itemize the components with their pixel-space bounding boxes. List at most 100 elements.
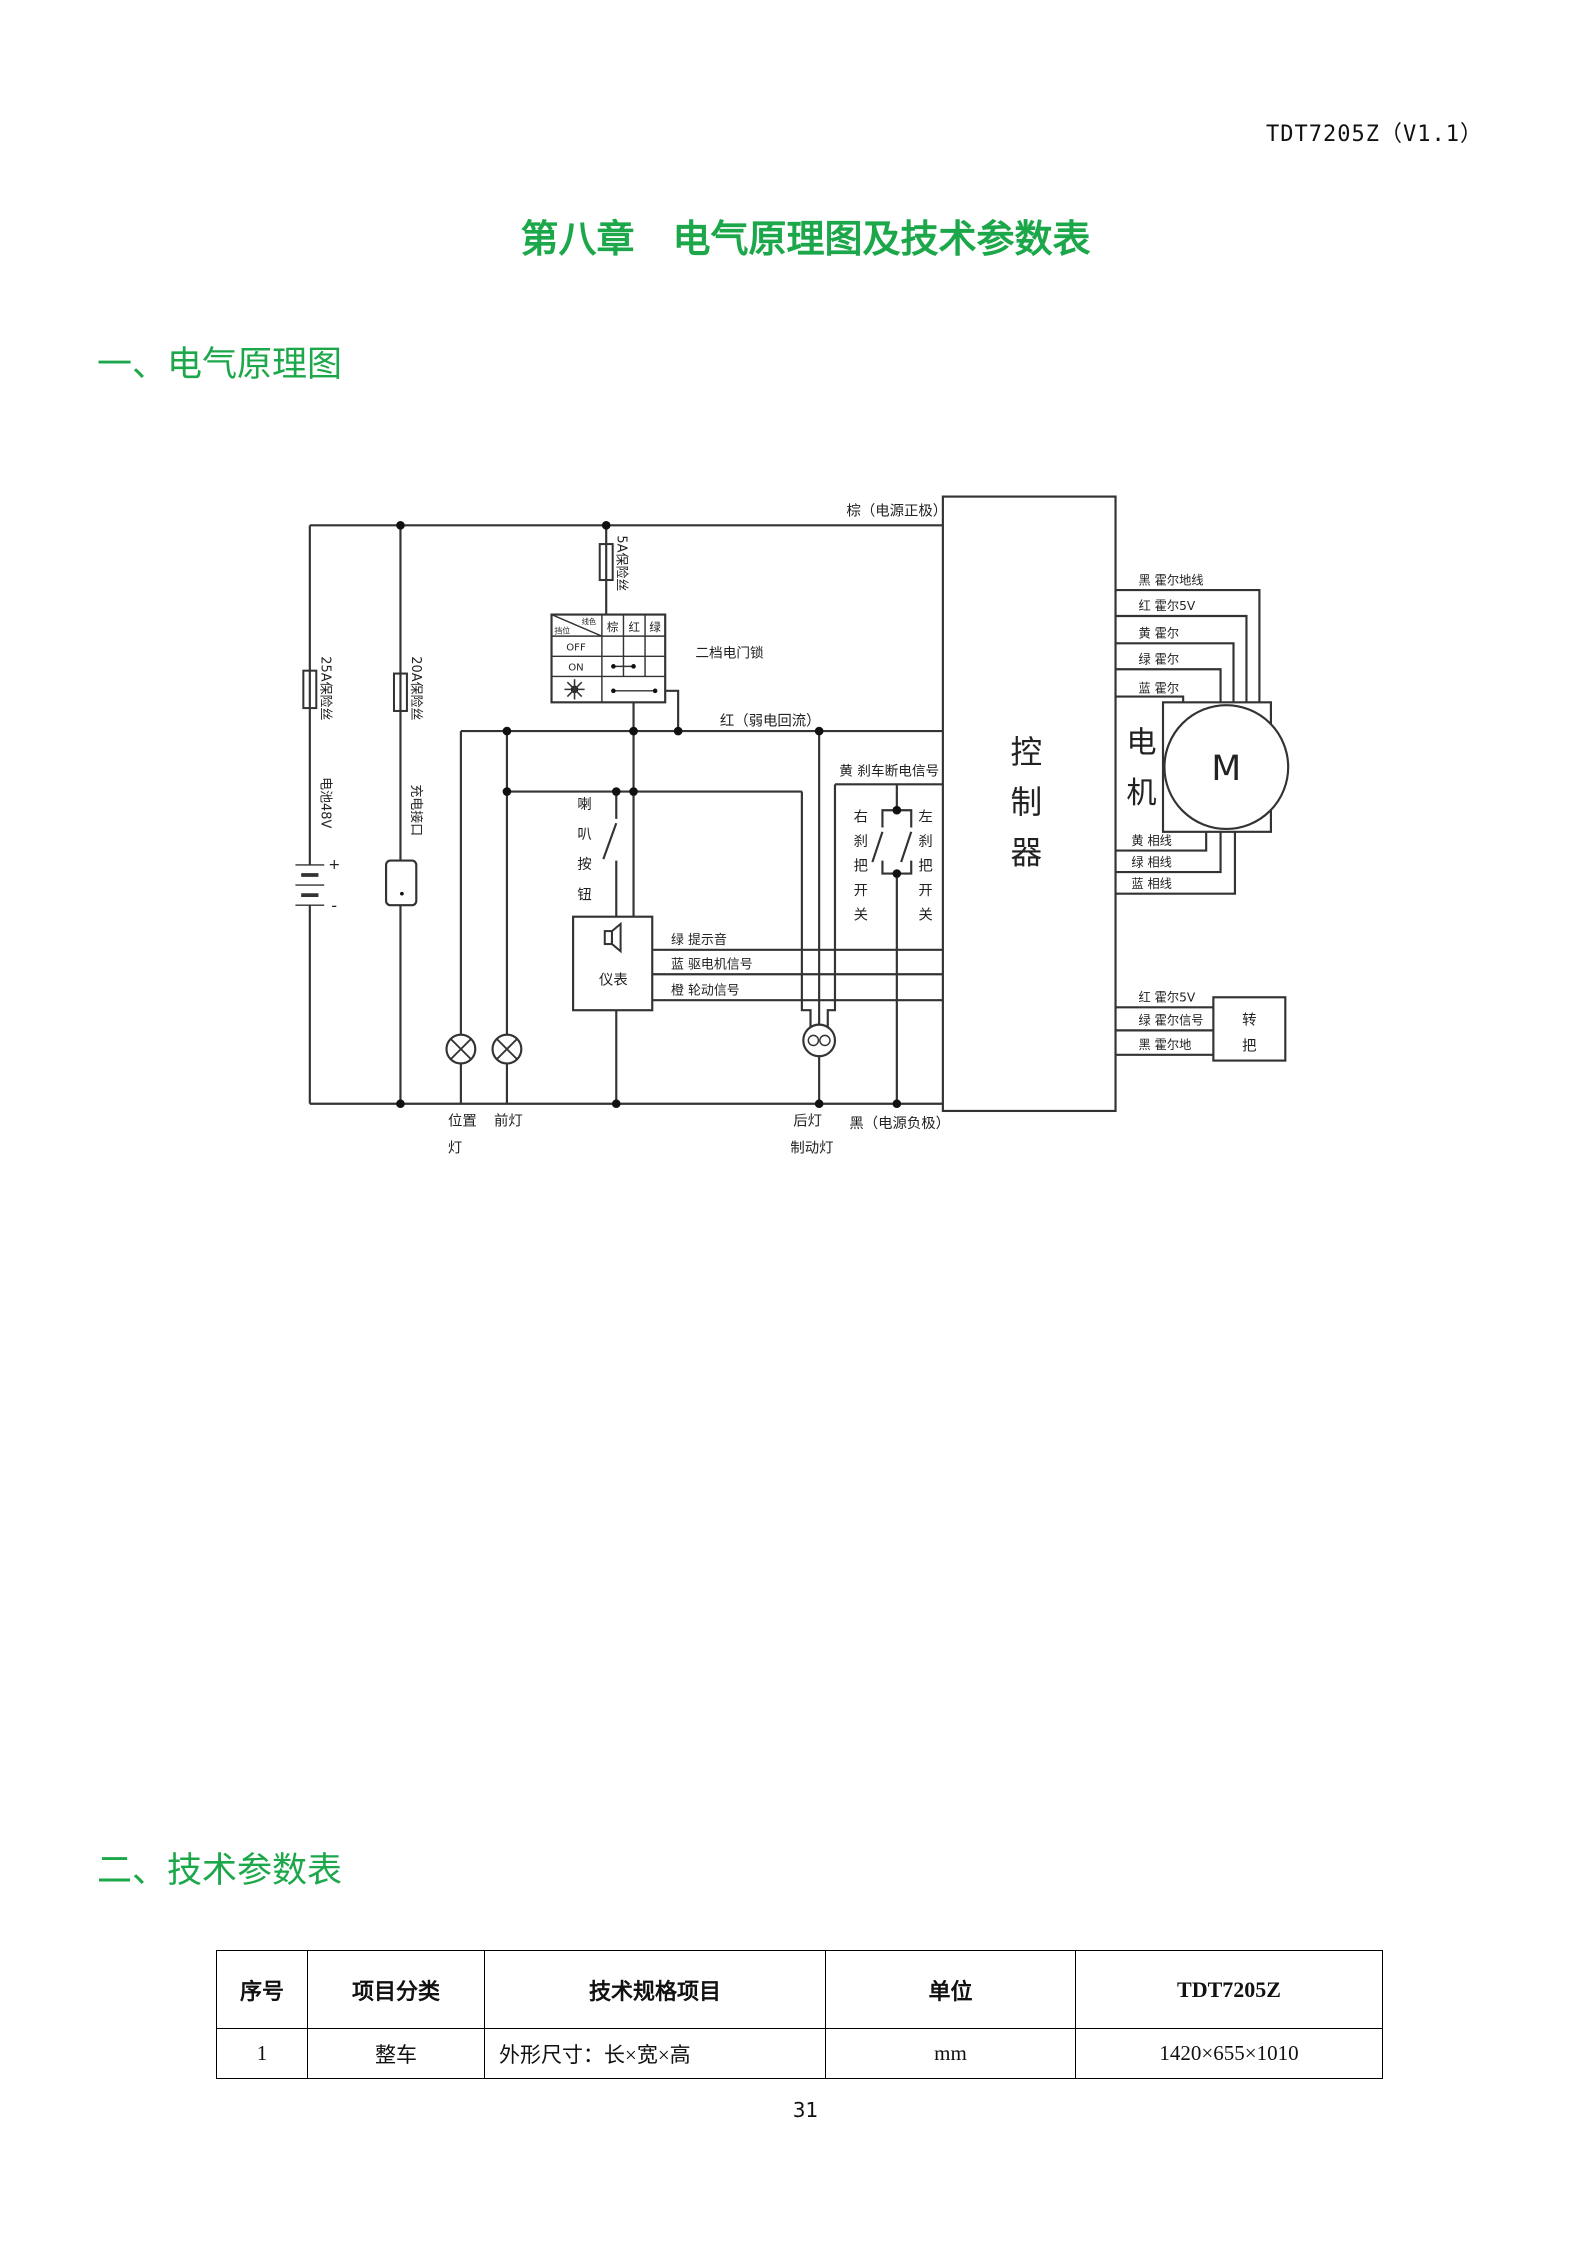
- throttle-wire-label: 绿 霍尔信号: [1139, 1013, 1204, 1028]
- weak-return-label: 红（弱电回流）: [720, 712, 821, 729]
- right-brake-switch-label: 右刹把开关: [854, 809, 868, 924]
- key-switch-contact: [611, 688, 616, 694]
- table-cell: 外形尺寸：长×宽×高: [484, 2028, 826, 2079]
- key-switch-row-label: ON: [568, 663, 583, 674]
- instrument-wire-label: 绿 提示音: [671, 932, 727, 948]
- instrument-wire-label: 橙 轮动信号: [671, 983, 740, 998]
- key-switch-table: 挡位 线色 棕 红 绿 OFF ON: [550, 613, 667, 704]
- key-switch-column-label: 棕: [607, 620, 619, 634]
- junction-dot: [611, 787, 621, 796]
- left-brake-switch-lever: [900, 831, 913, 863]
- key-switch-column-label: 红: [629, 620, 641, 634]
- throttle-label: 转把: [1242, 1012, 1256, 1055]
- wiring: [308, 524, 1261, 1105]
- right-brake-switch-wire: [881, 809, 897, 875]
- throttle-wire-label: 红 霍尔5V: [1139, 990, 1196, 1005]
- chapter-title: 第八章 电气原理图及技术参数表: [520, 217, 1091, 261]
- junction-dot: [814, 1099, 824, 1109]
- column-header: 序号: [216, 1950, 308, 2029]
- controller-box: [941, 495, 1117, 1113]
- junction-dot: [629, 726, 638, 736]
- fuse-25a-symbol: [302, 669, 318, 710]
- rear-brake-lamp-symbol: [802, 1023, 837, 1058]
- junction-dot: [502, 787, 512, 796]
- instrument-label: 仪表: [599, 971, 628, 988]
- fuse-5a-label: 5A保险丝: [614, 535, 629, 591]
- key-switch-column-label: 绿: [649, 620, 661, 634]
- page-number: 31: [792, 2098, 819, 2122]
- fuse-20a-symbol: [392, 672, 408, 712]
- charge-port-pin: [400, 891, 404, 896]
- junction-dot: [814, 726, 824, 736]
- charge-port-label: 充电接口: [408, 784, 424, 836]
- hall-wire-label: 黑 霍尔地线: [1139, 572, 1204, 587]
- key-switch-contact: [652, 688, 658, 694]
- electrical-schematic: 挡位 线色 棕 红 绿 OFF ON: [295, 495, 1290, 1157]
- hall-wire-label: 红 霍尔5V: [1139, 598, 1196, 613]
- throttle-wire-label: 黑 霍尔地: [1139, 1037, 1192, 1052]
- section-title-spec-table: 二、技术参数表: [97, 1851, 343, 1891]
- charge-port-symbol: [384, 859, 418, 907]
- key-icon: [564, 679, 585, 700]
- motor-symbol: [1163, 704, 1290, 831]
- key-switch-corner-label: 挡位: [554, 625, 570, 635]
- junction-dot: [396, 1099, 405, 1109]
- key-switch-corner-label: 线色: [582, 617, 596, 626]
- controller-label: 控制器: [1011, 735, 1043, 872]
- battery-symbol: [295, 864, 325, 906]
- junction-dot: [892, 1099, 902, 1109]
- left-brake-switch-label: 左刹把开关: [918, 809, 932, 924]
- junction-dot: [502, 726, 512, 736]
- battery-label: 电池48V: [317, 777, 332, 828]
- table-row: 1 整车 外形尺寸：长×宽×高 mm 1420×655×1010: [216, 2028, 1383, 2079]
- junction-dot: [673, 726, 683, 736]
- hall-wire: [1115, 642, 1235, 703]
- phase-wire: [1115, 831, 1237, 895]
- column-header: 技术规格项目: [484, 1950, 826, 2029]
- key-switch-contact: [631, 664, 636, 669]
- fuse-25a-label: 25A保险丝: [317, 656, 332, 720]
- table-cell: 1: [216, 2028, 308, 2079]
- table-cell: 整车: [307, 2028, 485, 2079]
- document-version: TDT7205Z（V1.1）: [1266, 122, 1483, 147]
- column-header: 单位: [825, 1950, 1076, 2029]
- headlamp-symbol: [491, 1033, 523, 1065]
- brake-signal-wire: [826, 783, 943, 1028]
- hall-wire-label: 蓝 霍尔: [1139, 680, 1180, 695]
- phase-wire-label: 黄 相线: [1131, 834, 1172, 848]
- instrument-wire-label: 蓝 驱电机信号: [671, 958, 753, 973]
- hall-wire: [1115, 695, 1185, 703]
- junction-dot: [892, 805, 902, 815]
- horn-button-label: 喇叭按钮: [577, 796, 591, 904]
- section-title-schematic: 一、电气原理图: [97, 345, 343, 385]
- junction-dot: [601, 521, 611, 530]
- position-lamp-label: 灯: [448, 1140, 462, 1157]
- hall-wire: [1115, 668, 1222, 703]
- rear-lamp-label: 后灯: [793, 1112, 822, 1129]
- battery-plus-label: +: [328, 857, 340, 873]
- phase-wire: [1115, 831, 1222, 874]
- spec-table: 序号 项目分类 技术规格项目 单位 TDT7205Z 1 整车 外形尺寸：长×宽…: [216, 1950, 1383, 2079]
- hall-wire-label: 绿 霍尔: [1139, 651, 1180, 666]
- brake-signal-label: 黄 刹车断电信号: [839, 763, 939, 780]
- rear-lamp-wire: [800, 791, 812, 1028]
- fuse-5a-symbol: [598, 543, 614, 582]
- junction-dot: [892, 869, 902, 878]
- junction-dot: [396, 521, 405, 530]
- phase-wire-label: 绿 相线: [1131, 854, 1172, 869]
- phase-wire-label: 蓝 相线: [1131, 877, 1172, 891]
- position-lamp-symbol: [445, 1033, 477, 1065]
- speaker-icon: [603, 921, 622, 954]
- throttle-box: [1212, 996, 1287, 1062]
- table-header-row: 序号 项目分类 技术规格项目 单位 TDT7205Z: [216, 1950, 1383, 2029]
- power-negative-label: 黑（电源负极）: [849, 1115, 950, 1132]
- left-brake-switch-wire: [896, 809, 913, 875]
- key-switch-second-output-wire: [665, 689, 680, 732]
- column-header: TDT7205Z: [1075, 1950, 1383, 2029]
- motor-symbol-label: M: [1211, 749, 1241, 789]
- horn-button-lever: [602, 822, 618, 860]
- rear-lamp-label: 制动灯: [790, 1140, 833, 1157]
- junction-dots: [396, 521, 902, 1109]
- hall-wire-label: 黄 霍尔: [1139, 626, 1180, 641]
